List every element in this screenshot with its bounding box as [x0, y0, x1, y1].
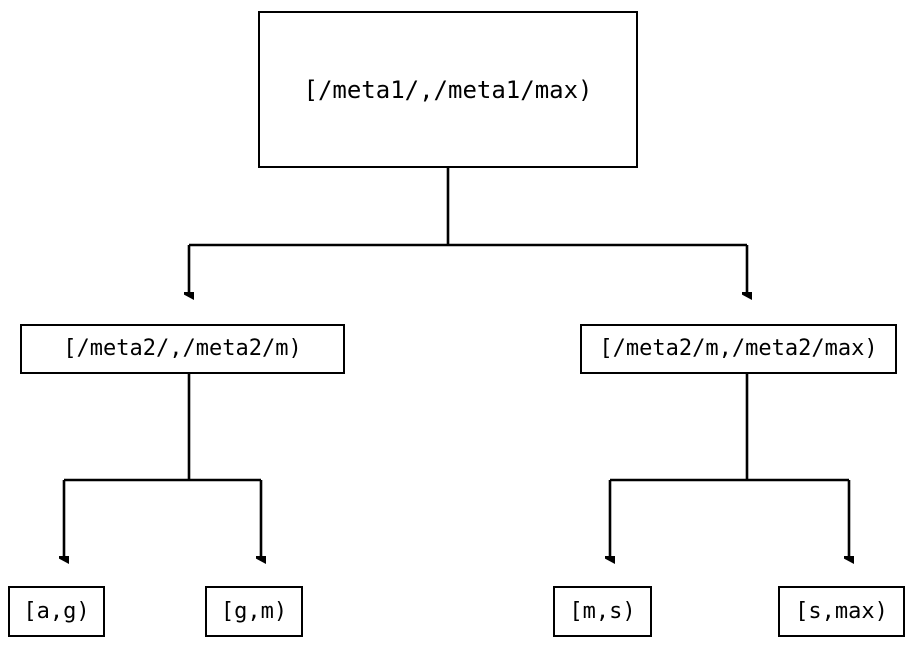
- node-root-label: [/meta1/,/meta1/max): [303, 75, 593, 104]
- node-leaf-3-label: [m,s): [569, 598, 636, 624]
- node-leaf-2-label: [g,m): [220, 598, 288, 624]
- node-mid-left-label: [/meta2/,/meta2/m): [63, 336, 302, 361]
- node-leaf-4-label: [s,max): [795, 598, 888, 624]
- node-leaf-2[interactable]: [g,m): [205, 586, 303, 637]
- node-mid-right[interactable]: [/meta2/m,/meta2/max): [580, 324, 897, 374]
- node-mid-left[interactable]: [/meta2/,/meta2/m): [20, 324, 345, 374]
- node-leaf-1-label: [a,g): [23, 598, 90, 624]
- node-root[interactable]: [/meta1/,/meta1/max): [258, 11, 638, 168]
- node-leaf-3[interactable]: [m,s): [553, 586, 652, 637]
- node-leaf-4[interactable]: [s,max): [778, 586, 905, 637]
- node-leaf-1[interactable]: [a,g): [8, 586, 105, 637]
- node-mid-right-label: [/meta2/m,/meta2/max): [599, 336, 878, 361]
